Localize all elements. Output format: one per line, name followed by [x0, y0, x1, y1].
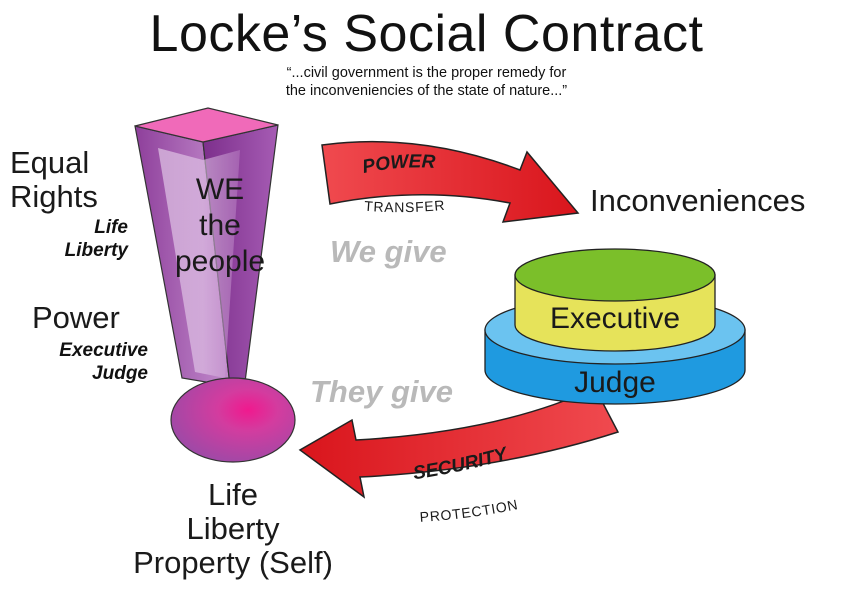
people-pillar: [134, 107, 279, 387]
we-give-label: We give: [330, 234, 447, 269]
security-arrow: [298, 387, 620, 499]
equal-rights-heading: Equal Rights: [10, 145, 98, 214]
government-stack: [484, 248, 746, 405]
natural-right-property: Property (Self): [133, 545, 333, 580]
transfer-label: TRANSFER: [364, 197, 446, 215]
power-item-executive: Executive: [59, 340, 148, 361]
natural-right-life: Life: [208, 477, 258, 512]
quote-line-1: “...civil government is the proper remed…: [286, 65, 567, 81]
rights-list: Life Liberty: [38, 216, 128, 262]
power-item-judge: Judge: [92, 363, 148, 384]
rights-item-liberty: Liberty: [64, 240, 128, 261]
protection-label: PROTECTION: [419, 496, 519, 525]
quote: “...civil government is the proper remed…: [0, 64, 853, 100]
executive-label: Executive: [549, 302, 681, 335]
people-block-text: WE the people: [174, 173, 266, 278]
natural-rights-list: Life Liberty Property (Self): [98, 478, 368, 580]
page-title: Locke’s Social Contract: [149, 5, 704, 63]
judge-label: Judge: [574, 366, 656, 399]
they-give-label: They give: [310, 374, 453, 409]
inconveniences-label: Inconveniences: [590, 183, 806, 218]
power-arrow: [321, 140, 580, 223]
power-heading: Power: [32, 300, 120, 335]
natural-right-liberty: Liberty: [186, 511, 280, 546]
power-list: Executive Judge: [18, 339, 148, 385]
quote-line-2: the inconveniencies of the state of natu…: [285, 83, 568, 99]
pillar-dot: [170, 377, 296, 463]
rights-item-life: Life: [94, 217, 128, 238]
